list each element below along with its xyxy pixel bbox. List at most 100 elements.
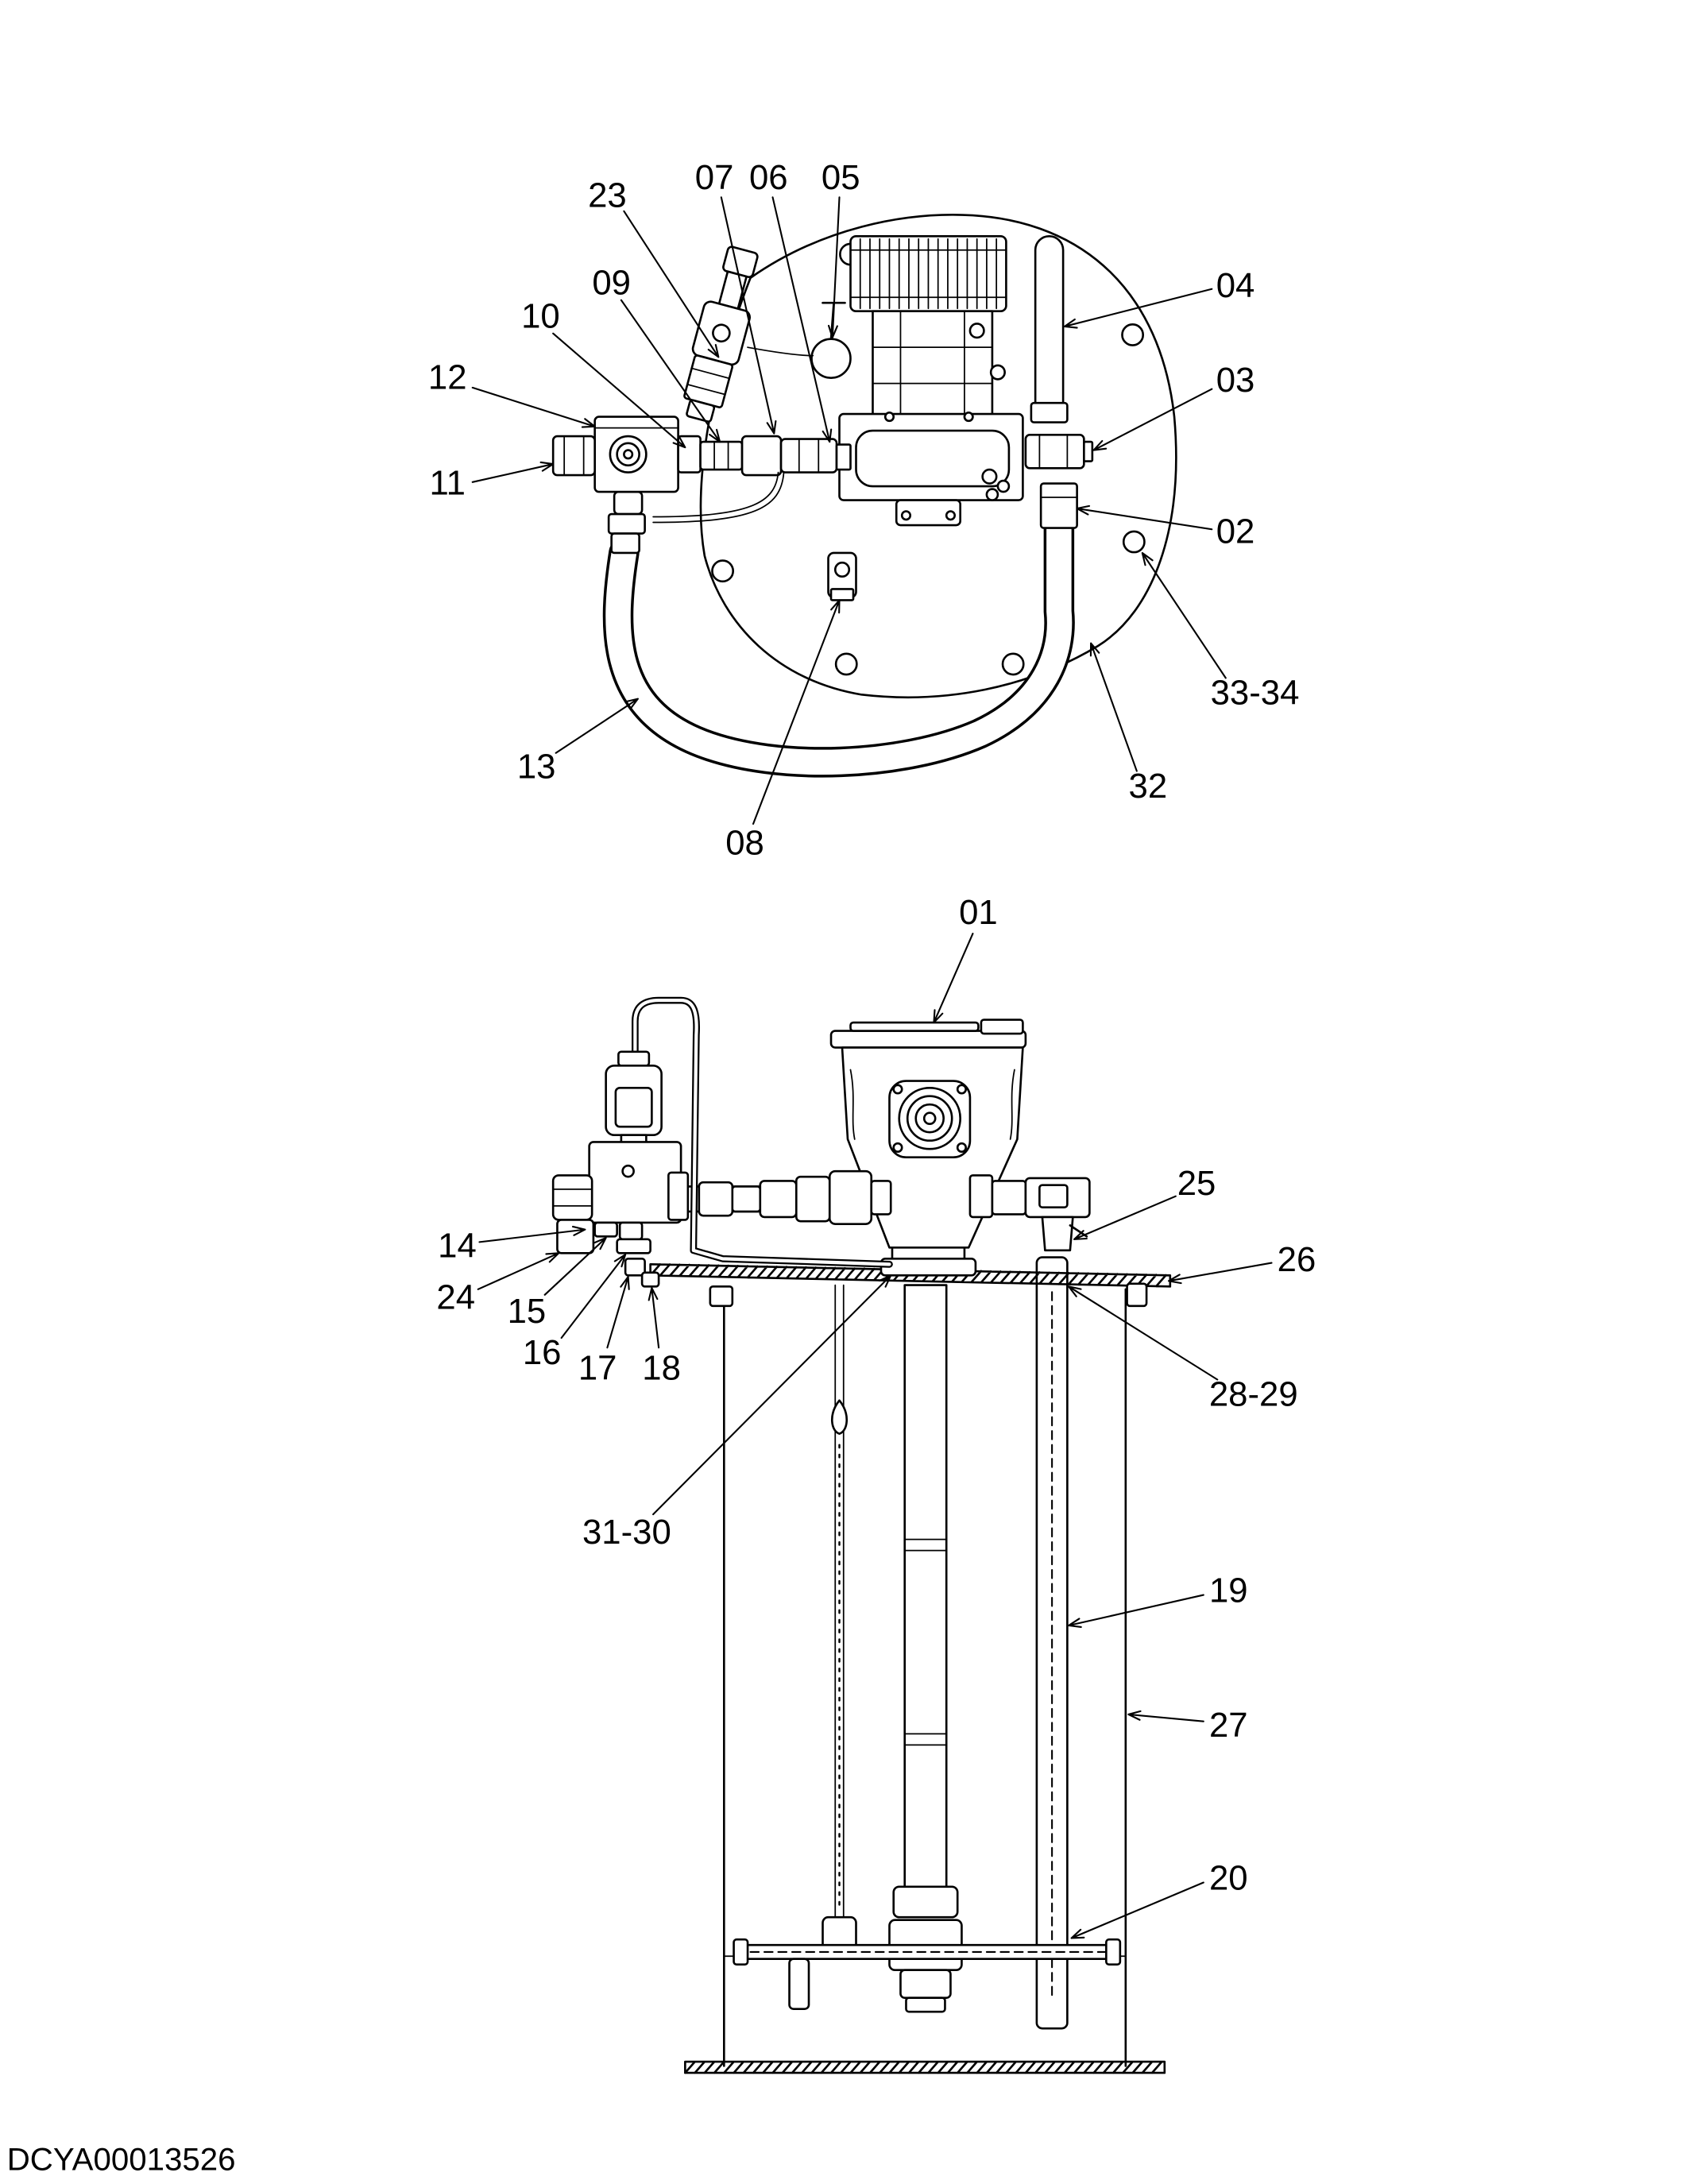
callout-08: 08 <box>725 823 764 862</box>
nut-fitting <box>607 512 646 535</box>
pipe-04 <box>1030 234 1069 423</box>
leader-20 <box>1070 1881 1204 1939</box>
inlet-fitting <box>551 435 596 477</box>
pump-flange-inner <box>855 429 1011 488</box>
gauge-bulb <box>810 338 852 379</box>
pipe-fitting <box>892 1885 959 1919</box>
bolt-hole <box>711 559 735 583</box>
side-view-callouts: 01 25 26 14 24 15 16 17 18 28-29 31-30 1… <box>436 893 1316 1897</box>
leader-16 <box>560 1254 627 1339</box>
leader-17 <box>606 1276 630 1349</box>
pipe-fitting <box>899 1969 952 1999</box>
leader-11 <box>471 461 555 483</box>
tee-fitting <box>1024 434 1085 470</box>
valve-body-screw <box>621 1164 635 1178</box>
pump-mount-ring <box>879 1258 977 1277</box>
suction-pipe-joints <box>903 1538 948 1746</box>
pump-neck-lines <box>872 310 993 418</box>
leader-03 <box>1092 388 1213 451</box>
bolt-hole <box>834 652 858 676</box>
flange-bolt <box>883 412 895 423</box>
hose-end-fitting <box>610 532 640 555</box>
return-connector <box>968 1174 994 1219</box>
valve-body-side <box>588 1141 682 1224</box>
callout-23: 23 <box>588 176 627 215</box>
fitting-02 <box>1039 482 1078 529</box>
callout-01: 01 <box>959 893 998 932</box>
valve-outlet-connector <box>667 1171 690 1221</box>
callout-03: 03 <box>1216 361 1255 400</box>
reservoir-edge-detail <box>849 1069 1015 1140</box>
callout-28-29: 28-29 <box>1209 1375 1298 1414</box>
nut-09 <box>699 440 744 471</box>
leader-06 <box>771 196 833 443</box>
outlet-fitting <box>870 1180 892 1216</box>
return-fitting-side <box>968 1174 1091 1252</box>
bracket-08 <box>827 551 857 601</box>
callout-11: 11 <box>430 464 466 503</box>
leader-15 <box>543 1237 607 1296</box>
leader-28-29 <box>1068 1285 1219 1381</box>
outlet-fitting <box>794 1175 831 1223</box>
leader-05 <box>827 196 841 338</box>
nut-09-lines <box>713 441 729 470</box>
leader-02 <box>1076 504 1213 531</box>
leader-01 <box>933 933 974 1024</box>
leader-08 <box>752 599 841 825</box>
hose <box>602 512 1075 778</box>
leader-14 <box>478 1225 586 1243</box>
leader-18 <box>648 1287 660 1349</box>
plate-bolt <box>1126 1282 1148 1308</box>
hose-left-fittings <box>607 490 646 555</box>
hose-fill <box>605 515 1073 775</box>
callout-17: 17 <box>578 1348 617 1387</box>
crossbar-end <box>733 1938 749 1966</box>
coupling <box>740 435 783 477</box>
level-sensor <box>788 1958 810 2010</box>
outlet-fitting <box>731 1185 762 1213</box>
pump-outlet-line <box>679 1169 892 1225</box>
leader-09 <box>620 299 721 443</box>
elbow-16 <box>618 1221 644 1241</box>
flange-knob <box>981 468 998 485</box>
center-suction-pipe <box>888 1284 963 2013</box>
motor-face-screw <box>956 1142 967 1154</box>
callout-05: 05 <box>822 158 860 197</box>
suction-pipe <box>903 1284 948 1919</box>
pump-lid-block <box>980 1019 1024 1035</box>
leader-31-30 <box>652 1274 892 1516</box>
callout-32: 32 <box>1129 767 1168 806</box>
callout-07: 07 <box>695 158 734 197</box>
leader-23 <box>623 210 720 358</box>
callout-10: 10 <box>521 297 560 336</box>
elbow-fitting <box>613 490 644 516</box>
neck-knob <box>968 323 985 339</box>
callout-13: 13 <box>517 747 556 786</box>
inlet-fitting-lines <box>563 435 585 476</box>
sight-glass <box>1038 1184 1069 1208</box>
neck-knob <box>989 364 1006 381</box>
solenoid-window <box>614 1086 653 1128</box>
outlet-fitting <box>698 1181 734 1217</box>
pump-base <box>895 499 961 527</box>
tank-base-hatch <box>684 2060 1166 2074</box>
valve-knob-center <box>623 449 634 460</box>
solenoid-cap-side <box>617 1050 651 1067</box>
flange-knob <box>996 479 1011 493</box>
motor-face-screw <box>892 1142 903 1154</box>
callout-25: 25 <box>1177 1164 1216 1203</box>
callout-14: 14 <box>438 1227 477 1266</box>
cover-plate-side <box>649 1263 1172 1308</box>
nipple-07 <box>835 443 852 471</box>
pipe-inlet <box>905 1997 946 2013</box>
callout-20: 20 <box>1209 1858 1248 1897</box>
bolt-17 <box>624 1258 646 1277</box>
crossbar-20 <box>733 1938 1122 2010</box>
rod-line <box>834 1284 845 1925</box>
motor-face-screw <box>956 1084 967 1095</box>
callout-18: 18 <box>642 1348 681 1387</box>
nut-18 <box>640 1271 660 1288</box>
connector-06 <box>779 438 838 474</box>
pump-lid-strip <box>849 1021 980 1032</box>
flange-knob <box>985 488 999 501</box>
